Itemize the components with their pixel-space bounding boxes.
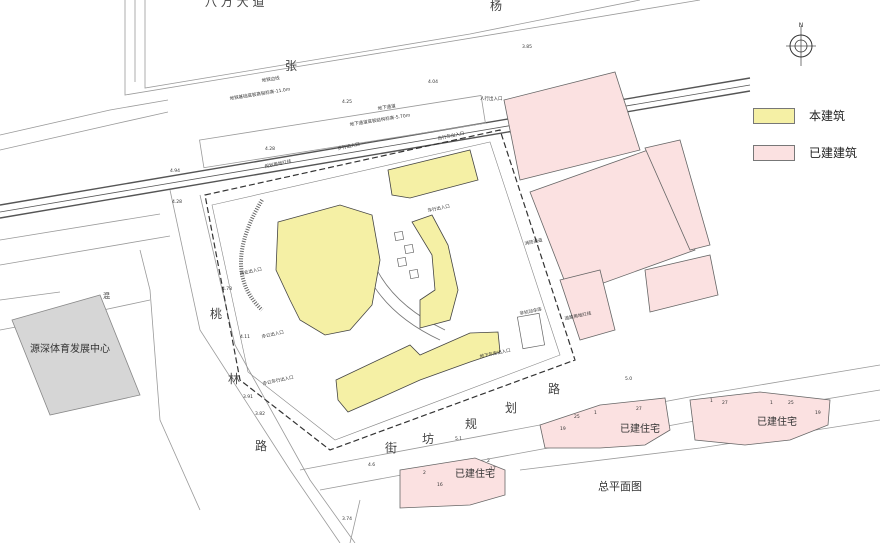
existing-housing-s2 [689,391,831,446]
road-south-char-1: 街 [385,441,397,455]
dimension-label: 4.11 [240,334,250,340]
annotation-people-entrance-1: 人行出入口 [480,95,503,102]
road-south-char-3: 规 [465,416,477,431]
dimension-label: 3.74 [342,516,352,522]
sports-center-label: 源深体育发展中心 [30,342,110,355]
annotation-subway-line: 地铁边线 [261,74,280,84]
annotation-people-entrance-2: 步行出入口 [337,140,360,152]
annotation-underground-passage-level: 地下通道底板结构标高-5.70m [349,112,410,128]
dimension-label: 4.04 [428,79,438,85]
road-west-char-2: 林 [228,372,240,386]
road-south-char-5: 路 [548,381,560,396]
existing-buildings [399,71,831,509]
legend-label-existing: 已建建筑 [809,146,858,160]
sports-center-marker: 混 [103,291,110,300]
new-buildings [275,149,501,413]
road-names: 八 万 大 道 张 杨 桃 林 路 街 坊 规 划 路 [205,0,560,455]
house-number: 1 [770,400,773,406]
legend-item-existing: 已建建筑 [753,144,857,161]
existing-housing-s1 [539,397,671,449]
house-number: 27 [636,406,642,412]
road-south-char-2: 坊 [422,431,434,446]
house-numbers: 2 16 2 17 19 25 1 27 1 27 1 25 19 [423,398,821,488]
existing-housing-sw [399,457,506,509]
existing-housing-label-s1: 已建住宅 [620,422,660,435]
dimension-label: 4.94 [170,168,180,174]
annotation-garage: 非机动车库 [519,305,543,317]
existing-housing-label-sw: 已建住宅 [455,467,495,480]
legend-item-new: 本建筑 [753,107,845,124]
house-number: 19 [560,426,566,432]
annotation-office-vehicle: 办公车行出入口 [262,374,294,387]
dimension-label: 4.6 [368,462,375,468]
dimension-label: 4.25 [342,99,352,105]
road-south-char-4: 划 [505,401,517,415]
new-building-main-tower [275,204,381,336]
house-number: 27 [722,400,728,406]
road-west-char-1: 桃 [210,306,222,321]
dimension-label: 4.28 [172,199,182,205]
new-building-east-slab [411,214,459,329]
north-compass-icon: N [786,22,816,66]
annotation-subway-protect: 地铁基础底板高程标高-11.0m [229,86,290,102]
dimension-label: 4.28 [265,146,275,152]
annotation-underground-passage: 地下通道 [377,102,396,112]
annotation-fire-channel: 消防通道 [524,236,544,247]
dimension-label: 5.1 [455,436,462,442]
house-number: 1 [710,398,713,404]
dimension-labels: 4.94 4.25 3.85 4.04 4.28 4.78 4.11 3.91 … [170,44,632,522]
dimension-label: 4.78 [222,286,232,292]
annotation-vehicle-entrance: 车行出入口 [427,202,450,214]
road-north-char-2: 杨 [490,0,502,13]
site-features [393,230,546,350]
house-number: 19 [815,410,821,416]
annotation-mall-entrance: 商业出入口 [239,265,262,277]
legend-swatch-new [753,107,795,124]
house-number: 2 [487,458,490,464]
road-top-fragment: 八 万 大 道 [205,0,264,9]
dimension-label: 3.82 [255,411,265,417]
road-north-char-1: 张 [285,59,297,73]
house-number: 25 [574,414,580,420]
existing-housing-label-s2: 已建住宅 [757,415,797,428]
legend-swatch-existing [753,144,795,161]
house-number: 1 [594,410,597,416]
house-number: 16 [437,482,443,488]
legend-label-new: 本建筑 [809,109,846,123]
new-building-north-block [387,149,479,199]
house-number: 25 [788,400,794,406]
dimension-label: 3.91 [243,394,253,400]
plan-title: 总平面图 [598,479,642,493]
dimension-label: 3.85 [522,44,532,50]
dimension-label: 5.0 [625,376,632,382]
road-west-char-3: 路 [255,438,267,453]
compass-letter: N [799,22,804,29]
annotation-office-entrance: 办公出入口 [261,328,284,340]
house-number: 17 [490,466,496,472]
house-number: 2 [423,470,426,476]
sports-center-block [11,294,141,416]
new-building-south-block [335,331,501,413]
